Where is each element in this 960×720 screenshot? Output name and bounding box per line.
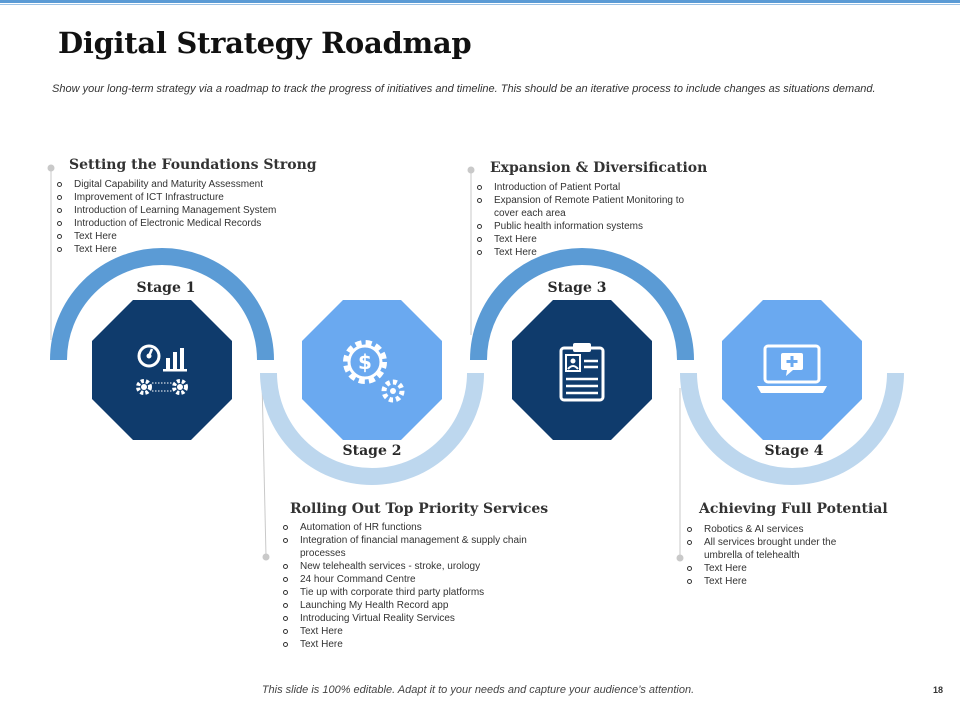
list-item: Text Here (684, 575, 854, 588)
octagon-stage-2 (302, 300, 442, 440)
connector-dot-1 (47, 164, 55, 172)
arc-stage-3 (470, 248, 694, 361)
arc-stage-2 (260, 372, 484, 485)
list-item: Introduction of Electronic Medical Recor… (54, 217, 314, 230)
octagon-stage-3 (512, 300, 652, 440)
arc-stage-1 (50, 248, 274, 361)
list-item: Text Here (474, 246, 696, 259)
stage-4-list: Robotics & AI services All services brou… (684, 523, 854, 588)
list-item: Improvement of ICT Infrastructure (54, 191, 314, 204)
list-item: Robotics & AI services (684, 523, 854, 536)
arc-stage-4 (680, 372, 904, 485)
stage-2-label: Stage 2 (342, 443, 402, 459)
list-item: Text Here (684, 562, 854, 575)
stage-1-label: Stage 1 (136, 280, 196, 296)
list-item: Integration of financial management & su… (280, 534, 530, 560)
list-item: Text Here (54, 230, 314, 243)
top-accent-bar (0, 0, 960, 6)
list-item: Introduction of Patient Portal (474, 181, 696, 194)
list-item: Automation of HR functions (280, 521, 530, 534)
stage-1-heading: Setting the Foundations Strong (69, 157, 317, 173)
stage-2-heading: Rolling Out Top Priority Services (290, 501, 549, 517)
svg-text:$: $ (358, 350, 372, 374)
octagon-stage-1 (92, 300, 232, 440)
connector-line-2 (261, 379, 267, 557)
stage-3-list: Introduction of Patient Portal Expansion… (474, 181, 696, 259)
dollar-gears-icon: $ (343, 340, 405, 403)
list-item: Digital Capability and Maturity Assessme… (54, 178, 314, 191)
list-item: Expansion of Remote Patient Monitoring t… (474, 194, 696, 220)
stage-3-heading: Expansion & Diversification (490, 160, 708, 176)
connector-dot-2 (262, 553, 270, 561)
page-subtitle: Show your long-term strategy via a roadm… (52, 83, 876, 95)
stage-3-label: Stage 3 (547, 280, 607, 296)
list-item: All services brought under the umbrella … (684, 536, 854, 562)
list-item: Text Here (54, 243, 314, 256)
list-item: 24 hour Command Centre (280, 573, 530, 586)
list-item: Text Here (474, 233, 696, 246)
list-item: Introduction of Learning Management Syst… (54, 204, 314, 217)
list-item: Text Here (280, 638, 530, 651)
connector-dot-3 (467, 166, 475, 174)
stage-4-heading: Achieving Full Potential (699, 501, 888, 517)
footer-note: This slide is 100% editable. Adapt it to… (261, 684, 695, 696)
list-item: Public health information systems (474, 220, 696, 233)
list-item: Introducing Virtual Reality Services (280, 612, 530, 625)
page-number: 18 (933, 685, 944, 695)
list-item: New telehealth services - stroke, urolog… (280, 560, 530, 573)
list-item: Launching My Health Record app (280, 599, 530, 612)
stage-1-list: Digital Capability and Maturity Assessme… (54, 178, 314, 256)
stage-4-label: Stage 4 (764, 443, 824, 459)
list-item: Tie up with corporate third party platfo… (280, 586, 530, 599)
clipboard-profile-icon (559, 343, 605, 402)
stage-2-list: Automation of HR functions Integration o… (280, 521, 530, 651)
laptop-medical-icon (757, 344, 827, 393)
connector-dot-4 (676, 554, 684, 562)
gauge-chart-gears-icon (136, 344, 188, 395)
page-title: Digital Strategy Roadmap (58, 26, 472, 60)
list-item: Text Here (280, 625, 530, 638)
